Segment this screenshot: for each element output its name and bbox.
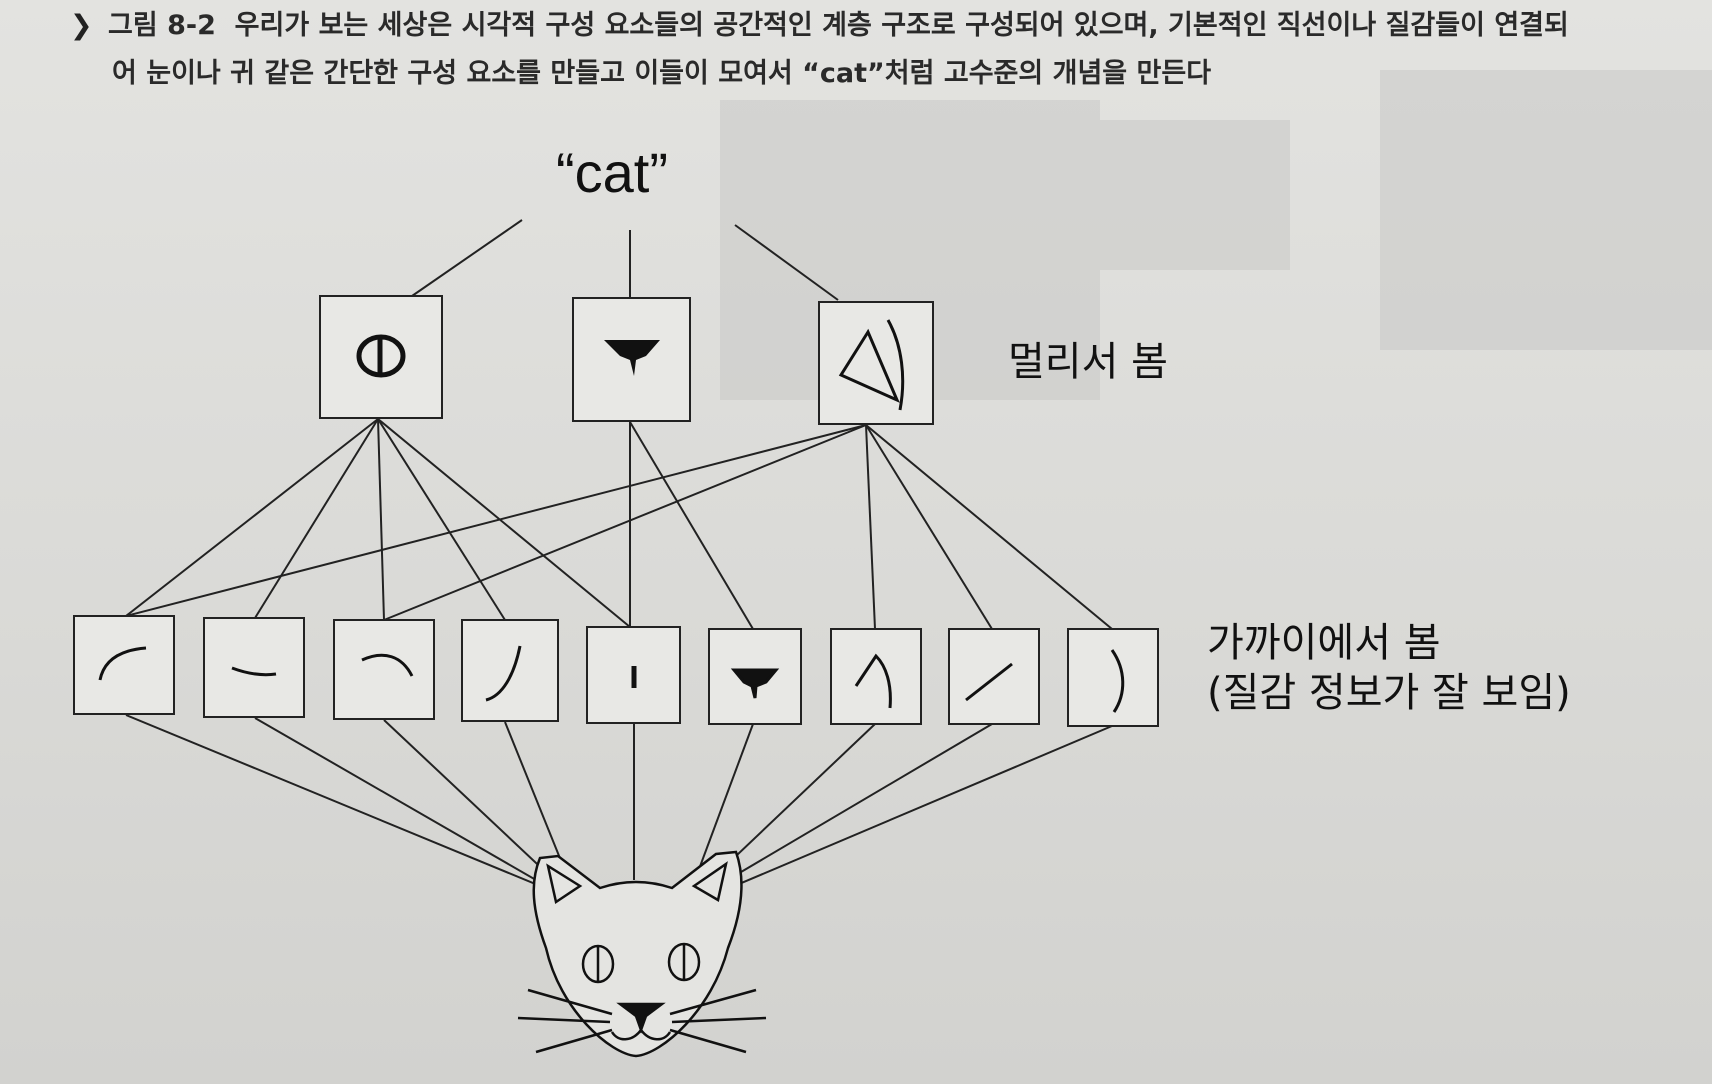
- near-view-label-line2: (질감 정보가 잘 보임): [1207, 670, 1571, 716]
- chevron-down-icon: ❯: [70, 10, 93, 41]
- connection-lines: [125, 219, 1113, 899]
- figure-caption: ❯ 그림 8-2 우리가 보는 세상은 시각적 구성 요소들의 공간적인 계층 구…: [70, 2, 1710, 98]
- eye-icon: [356, 334, 406, 378]
- top-concept-label: “cat”: [556, 141, 668, 204]
- near-view-label: 가까이에서 봄 (질감 정보가 잘 보임): [1207, 618, 1571, 718]
- far-view-label: 멀리서 봄: [1008, 339, 1168, 385]
- short-line-icon: [231, 666, 277, 677]
- feature-box-8: [948, 628, 1040, 725]
- caption-line-1: ❯ 그림 8-2 우리가 보는 세상은 시각적 구성 요소들의 공간적인 계층 구…: [70, 2, 1710, 50]
- figure-number: 그림 8-2: [108, 10, 216, 41]
- nose-icon: [604, 340, 660, 376]
- bleed-through: [1380, 70, 1712, 350]
- diagonal-line-icon: [965, 662, 1013, 702]
- nose-blob-icon: [730, 668, 780, 699]
- feature-boxes: [73, 615, 1159, 727]
- near-view-label-line1: 가까이에서 봄: [1207, 620, 1441, 666]
- feature-box-9: [1067, 628, 1159, 727]
- bleed-through: [1100, 120, 1290, 270]
- caption-text-2: 어 눈이나 귀 같은 간단한 구성 요소를 만들고 이들이 모여서 “cat”처…: [112, 58, 1212, 89]
- peak-icon: [854, 653, 892, 709]
- feature-box-4: [461, 619, 559, 722]
- feature-box-3: [333, 619, 435, 720]
- bracket-icon: [1110, 649, 1125, 713]
- nose-box: [572, 297, 691, 422]
- hook-icon: [485, 645, 522, 702]
- curve-icon: [98, 646, 147, 681]
- feature-box-7: [830, 628, 922, 725]
- caption-text-1: 우리가 보는 세상은 시각적 구성 요소들의 공간적인 계층 구조로 구성되어 …: [234, 10, 1569, 41]
- ear-box: [818, 301, 934, 425]
- eye-box: [319, 295, 443, 419]
- feature-strokes: [98, 645, 1125, 713]
- feature-box-1: [73, 615, 175, 715]
- feature-box-2: [203, 617, 305, 718]
- cat-face-icon: [517, 850, 767, 1058]
- arc-icon: [361, 653, 414, 677]
- ear-icon: [838, 319, 905, 411]
